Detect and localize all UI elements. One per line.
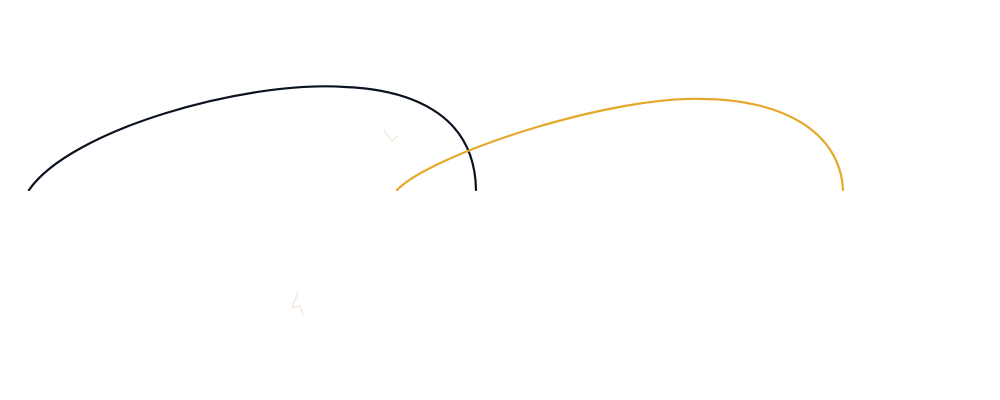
faint-mark-upper [383,129,399,143]
faint-mark-lower [290,291,304,315]
orange-arc [395,97,845,192]
black-arc [27,85,478,192]
